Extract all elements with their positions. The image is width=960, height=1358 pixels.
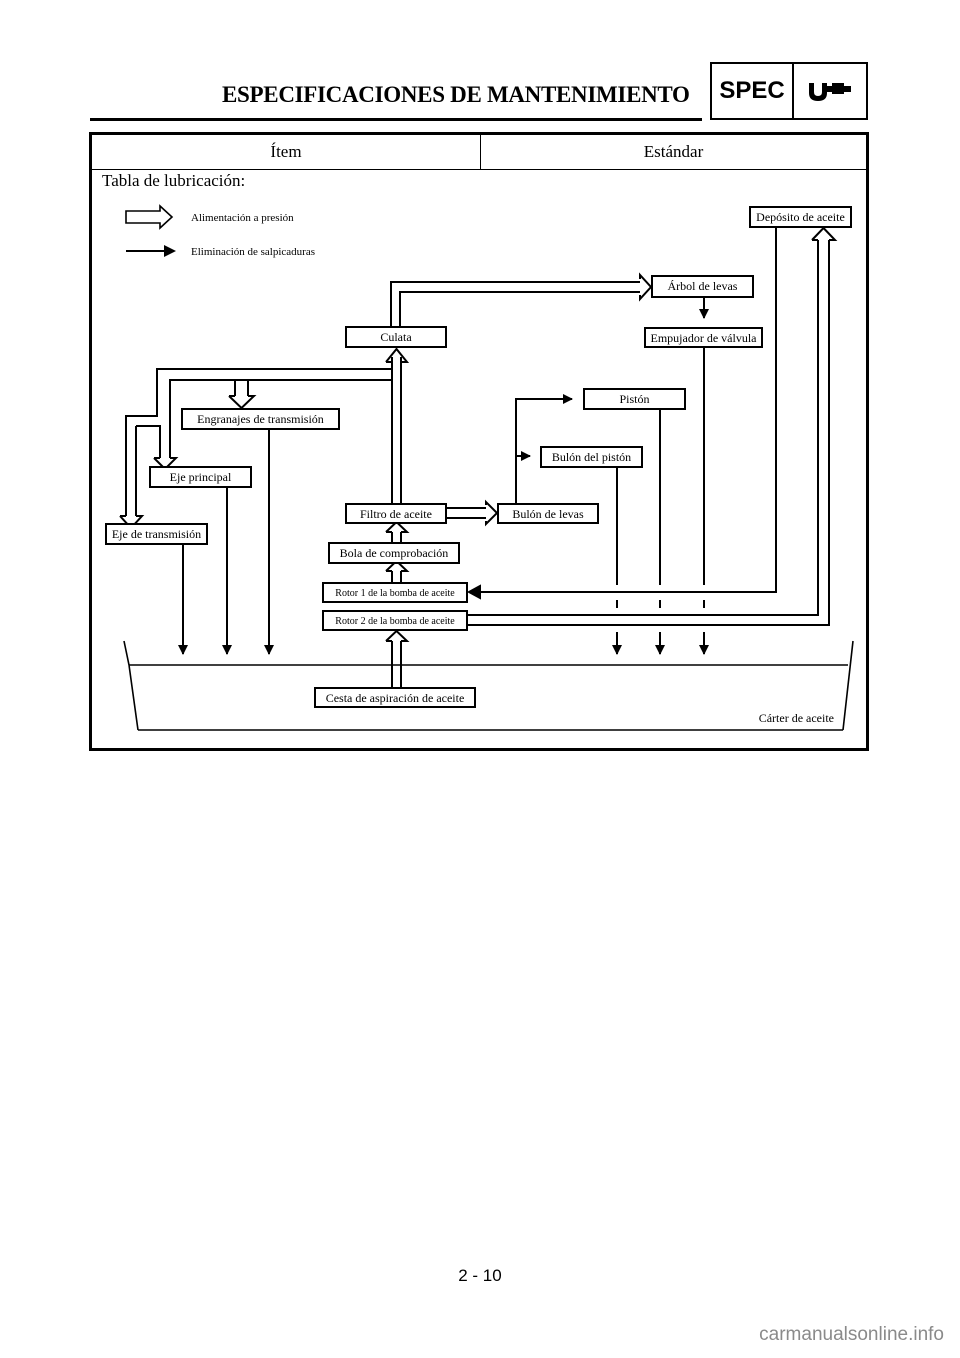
box-piston: Pistón: [583, 388, 686, 410]
box-pump-rotor-1: Rotor 1 de la bomba de aceite: [322, 582, 468, 603]
spec-label: SPEC: [712, 64, 794, 118]
spec-table: Ítem Estándar Tabla de lubricación:: [89, 132, 869, 751]
svg-text:Depósito de aceite: Depósito de aceite: [756, 210, 845, 224]
svg-text:Árbol de levas: Árbol de levas: [668, 279, 738, 293]
legend-pressure-feed: Alimentación a presión: [125, 204, 294, 230]
svg-text:Bola de comprobación: Bola de comprobación: [340, 546, 449, 560]
box-cylinder-head: Culata: [345, 326, 447, 348]
hollow-arrow-icon: [125, 204, 174, 230]
svg-text:Empujador de válvula: Empujador de válvula: [651, 331, 758, 345]
crankcase-outline: [123, 640, 854, 731]
box-oil-strainer: Cesta de aspiración de aceite: [314, 687, 476, 708]
micrometer-icon: [794, 64, 866, 118]
box-oil-tank: Depósito de aceite: [749, 206, 852, 228]
spec-badge: SPEC: [710, 62, 868, 120]
box-transmission-gears: Engranajes de transmisión: [181, 408, 340, 430]
table-header: Ítem Estándar: [92, 135, 866, 170]
svg-text:Engranajes de transmisión: Engranajes de transmisión: [197, 412, 324, 426]
box-oil-filter: Filtro de aceite: [345, 503, 447, 524]
box-pump-rotor-2: Rotor 2 de la bomba de aceite: [322, 610, 468, 631]
svg-text:Eje de transmisión: Eje de transmisión: [112, 527, 201, 541]
box-valve-lifter: Empujador de válvula: [644, 327, 763, 348]
watermark: carmanualsonline.info: [759, 1324, 944, 1345]
box-main-axle: Eje principal: [149, 466, 252, 488]
page-title: ESPECIFICACIONES DE MANTENIMIENTO: [222, 82, 690, 107]
box-crankpin: Bulón de levas: [497, 503, 599, 524]
svg-text:Culata: Culata: [380, 330, 412, 344]
section-label: Tabla de lubricación:: [102, 171, 246, 190]
svg-text:Bulón de levas: Bulón de levas: [512, 507, 584, 521]
legend-pressure-label: Alimentación a presión: [191, 212, 294, 224]
svg-text:Cesta de aspiración de aceite: Cesta de aspiración de aceite: [326, 691, 465, 705]
column-item: Ítem: [92, 135, 481, 169]
svg-text:Pistón: Pistón: [619, 392, 649, 406]
page-number: 2 - 10: [458, 1266, 502, 1285]
lubrication-diagram: Alimentación a presión Eliminación de sa…: [105, 204, 854, 731]
box-check-ball: Bola de comprobación: [328, 542, 460, 564]
legend-splash: Eliminación de salpicaduras: [126, 245, 315, 258]
box-drive-axle: Eje de transmisión: [105, 523, 208, 545]
box-camshaft: Árbol de levas: [651, 275, 754, 298]
pressure-feed-paths: [119, 226, 838, 688]
splash-paths: [178, 227, 777, 655]
box-piston-pin: Bulón del pistón: [540, 446, 643, 468]
crankcase-label: Cárter de aceite: [759, 711, 834, 725]
svg-text:Rotor 2 de la bomba de aceite: Rotor 2 de la bomba de aceite: [335, 616, 455, 627]
column-standard: Estándar: [643, 142, 704, 161]
svg-text:Rotor 1 de la bomba de aceite: Rotor 1 de la bomba de aceite: [335, 588, 455, 599]
svg-text:Bulón del pistón: Bulón del pistón: [552, 450, 631, 464]
header-rule: [90, 118, 702, 121]
legend-splash-label: Eliminación de salpicaduras: [191, 246, 315, 258]
svg-text:Filtro de aceite: Filtro de aceite: [360, 507, 432, 521]
svg-text:Eje principal: Eje principal: [170, 470, 232, 484]
